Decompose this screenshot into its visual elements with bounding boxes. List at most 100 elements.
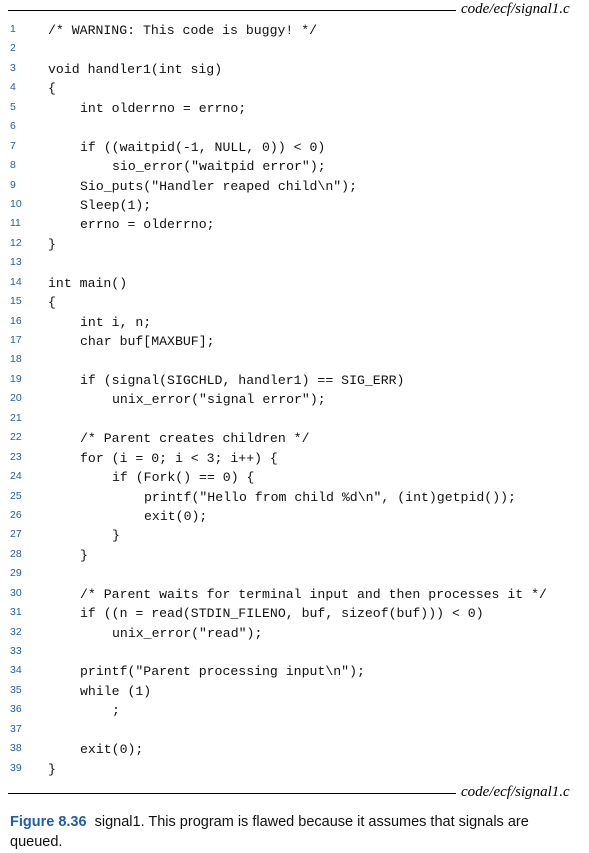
line-number: 11 — [10, 217, 21, 230]
line-number: 30 — [10, 586, 22, 599]
line-number: 33 — [10, 645, 22, 657]
line-number: 37 — [10, 722, 22, 735]
line-number: 34 — [10, 664, 22, 677]
code-text: /* Parent creates children */ — [80, 431, 310, 447]
code-text: unix_error("read"); — [112, 625, 263, 641]
figure-label: Figure 8.36 — [10, 814, 87, 830]
code-text: ; — [112, 703, 120, 719]
line-number: 13 — [10, 256, 22, 269]
code-line: 17 char buf[MAXBUF]; — [0, 332, 589, 351]
code-line: 22 /* Parent creates children */ — [0, 429, 589, 448]
code-line: 38 exit(0); — [0, 740, 589, 759]
code-line: 4{ — [0, 79, 589, 98]
code-line: 29 — [0, 565, 589, 584]
code-text: Sio_puts("Handler reaped child\n"); — [80, 178, 357, 194]
code-text: } — [48, 236, 56, 252]
figure-program-name: signal1 — [94, 814, 141, 830]
code-text: exit(0); — [144, 508, 208, 524]
code-line: 6 — [0, 118, 589, 137]
figure-caption: Figure 8.36 signal1. This program is fla… — [10, 812, 570, 852]
code-line: 25 printf("Hello from child %d\n", (int)g… — [0, 488, 589, 507]
line-number: 10 — [10, 197, 22, 210]
line-number: 31 — [10, 606, 22, 619]
code-text: while (1) — [80, 683, 152, 699]
line-number: 2 — [10, 42, 16, 55]
line-number: 7 — [10, 139, 16, 152]
code-text: } — [80, 547, 88, 563]
top-rule — [8, 10, 456, 11]
line-number: 20 — [10, 392, 22, 405]
line-number: 3 — [10, 61, 16, 74]
code-text: /* Parent waits for terminal input and t… — [80, 586, 547, 602]
code-line: 31 if ((n = read(STDIN_FILENO, buf, sizeo… — [0, 604, 589, 623]
code-text: exit(0); — [80, 742, 144, 758]
code-text: } — [112, 528, 120, 544]
code-line: 32 unix_error("read"); — [0, 624, 589, 643]
line-number: 39 — [10, 761, 22, 774]
code-line: 13 — [0, 254, 589, 273]
line-number: 21 — [10, 411, 22, 424]
code-text: if ((n = read(STDIN_FILENO, buf, sizeof(… — [80, 606, 484, 622]
code-line: 26 exit(0); — [0, 507, 589, 526]
code-line: 16 int i, n; — [0, 313, 589, 332]
line-number: 4 — [10, 81, 16, 94]
code-text: if (signal(SIGCHLD, handler1) == SIG_ERR… — [80, 372, 405, 388]
code-line: 39} — [0, 760, 589, 779]
code-line: 36; — [0, 701, 589, 720]
code-line: 30 /* Parent waits for terminal input and… — [0, 585, 589, 604]
code-line: 28} — [0, 546, 589, 565]
line-number: 28 — [10, 547, 22, 560]
code-line: 33 — [0, 643, 589, 662]
code-text: int i, n; — [80, 314, 152, 330]
line-number: 29 — [10, 567, 22, 580]
code-text: unix_error("signal error"); — [112, 392, 326, 408]
code-text: int olderrno = errno; — [80, 100, 247, 116]
code-line: 18 — [0, 351, 589, 370]
line-number: 22 — [10, 431, 22, 444]
line-number: 25 — [10, 489, 22, 502]
code-line: 11 errno = olderrno; — [0, 215, 589, 234]
code-line: 27} — [0, 526, 589, 545]
code-text: void handler1(int sig) — [48, 61, 223, 77]
code-line: 34 printf("Parent processing input\n"); — [0, 662, 589, 681]
code-line: 21 — [0, 410, 589, 429]
line-number: 23 — [10, 450, 22, 463]
line-number: 35 — [10, 683, 22, 696]
line-number: 9 — [10, 178, 16, 191]
code-text: Sleep(1); — [80, 197, 152, 213]
code-text: } — [48, 761, 56, 777]
code-line: 2 — [0, 40, 589, 59]
line-number: 26 — [10, 508, 22, 521]
code-text: sio_error("waitpid error"); — [112, 159, 326, 175]
code-line: 12} — [0, 235, 589, 254]
code-text: int main() — [48, 275, 128, 291]
line-number: 8 — [10, 159, 16, 172]
line-number: 32 — [10, 625, 22, 638]
code-text: char buf[MAXBUF]; — [80, 334, 215, 349]
code-line: 1/* WARNING: This code is buggy! */ — [0, 21, 589, 40]
line-number: 1 — [10, 23, 16, 35]
code-line: 10 Sleep(1); — [0, 196, 589, 215]
header-file-label: code/ecf/signal1.c — [461, 1, 570, 17]
code-text: { — [48, 81, 56, 97]
code-line: 35 while (1) — [0, 682, 589, 701]
footer-file-label: code/ecf/signal1.c — [461, 784, 570, 800]
line-number: 38 — [10, 742, 22, 755]
bottom-rule — [8, 793, 456, 794]
line-number: 36 — [10, 703, 22, 716]
line-number: 18 — [10, 353, 22, 366]
line-number: 12 — [10, 236, 22, 249]
code-text: printf("Hello from child %d\n", (int)get… — [144, 489, 516, 505]
code-text: for (i = 0; i < 3; i++) { — [80, 450, 278, 466]
line-number: 17 — [10, 334, 22, 346]
code-text: printf("Parent processing input\n"); — [80, 664, 365, 680]
code-text: errno = olderrno; — [80, 217, 215, 233]
line-number: 24 — [10, 470, 22, 483]
line-number: 16 — [10, 314, 22, 327]
